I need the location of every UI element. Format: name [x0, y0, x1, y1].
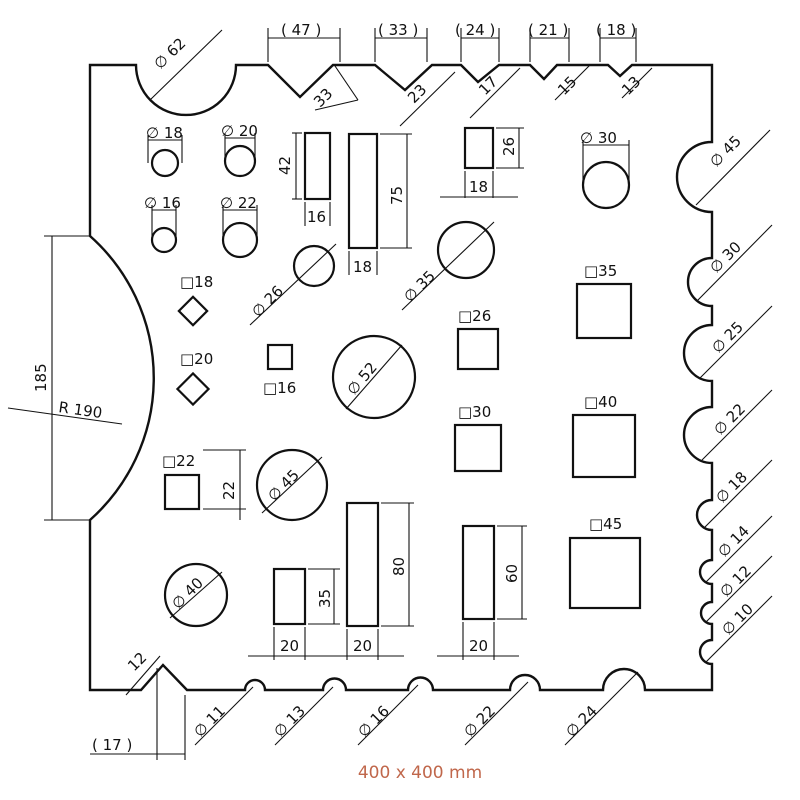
label-s18b: 18 — [469, 178, 488, 196]
square-45 — [568, 536, 642, 610]
label-b24: ∅ 24 — [562, 702, 601, 741]
label-v15: 15 — [554, 73, 580, 99]
label-b17: ( 17 ) — [92, 736, 132, 754]
dim-left-arc: 185 R 190 — [7, 235, 123, 521]
holes-middle-top: ∅ 26 ∅ 35 — [248, 220, 496, 326]
hole-30-group: ∅ 30 — [580, 129, 631, 210]
hole-45-group: ∅ 45 — [255, 448, 329, 522]
diamonds-left: □18 □20 — [175, 273, 213, 407]
hole-40-group: ∅ 40 — [163, 562, 229, 628]
dim-top-62: ∅ 62 — [149, 29, 223, 101]
label-sq20: □20 — [180, 350, 213, 368]
label-sq18: □18 — [180, 273, 213, 291]
label-sq30: □30 — [458, 403, 491, 421]
label-s20b: 20 — [353, 637, 372, 655]
label-v18-ref: ( 18 ) — [596, 21, 636, 39]
square-26 — [456, 327, 500, 371]
square-30 — [453, 423, 503, 473]
slot-18x75 — [347, 132, 379, 250]
diamond-18 — [177, 295, 209, 327]
label-b16: ∅ 16 — [354, 702, 393, 741]
slot-20x35 — [272, 567, 307, 626]
dim-bottom-notches: ∅ 11 ∅ 13 ∅ 16 ∅ 22 ∅ 24 — [190, 671, 639, 746]
slots-bottom: 35 20 80 20 60 20 — [248, 501, 527, 660]
squares-right: □35 □40 □45 — [568, 262, 642, 610]
label-r10: ∅ 10 — [718, 600, 757, 639]
label-s20a: 20 — [280, 637, 299, 655]
label-v24-ref: ( 24 ) — [455, 21, 495, 39]
label-sq16: □16 — [263, 379, 296, 397]
label-s18: 18 — [353, 258, 372, 276]
label-s20c: 20 — [469, 637, 488, 655]
slot-20x80 — [345, 501, 380, 628]
label-h20: ∅ 20 — [221, 122, 258, 140]
dim-bottom-left-v: 12 ( 17 ) — [90, 649, 186, 760]
label-h30: ∅ 30 — [580, 129, 617, 147]
label-s26: 26 — [500, 137, 518, 156]
label-v21-ref: ( 21 ) — [528, 21, 568, 39]
holes-top-left: ∅ 18 ∅ 20 ∅ 16 ∅ 22 — [144, 122, 259, 259]
label-sq22v: 22 — [220, 481, 238, 500]
label-l185: 185 — [32, 363, 50, 392]
label-s35: 35 — [316, 589, 334, 608]
label-s42: 42 — [276, 156, 294, 175]
square-22 — [163, 473, 201, 511]
slot-16x42 — [303, 131, 332, 201]
label-sq35: □35 — [584, 262, 617, 280]
label-v33-ref: ( 33 ) — [378, 21, 418, 39]
slots-top: 42 16 75 18 26 18 — [276, 126, 524, 276]
hole-30 — [581, 160, 631, 210]
hole-18 — [150, 148, 180, 178]
sheet-size-caption: 400 x 400 mm — [357, 763, 483, 783]
label-sq26: □26 — [458, 307, 491, 325]
label-h16: ∅ 16 — [144, 194, 181, 212]
label-v33: 33 — [310, 85, 336, 111]
label-v47: ( 47 ) — [281, 21, 321, 39]
label-h18: ∅ 18 — [146, 124, 183, 142]
label-sq40: □40 — [584, 393, 617, 411]
slot-18x26 — [463, 126, 495, 170]
label-v23: 23 — [404, 81, 430, 107]
label-h22: ∅ 22 — [220, 194, 257, 212]
square-40 — [571, 413, 637, 479]
label-s75: 75 — [388, 186, 406, 205]
square-16-group: □16 — [263, 343, 296, 397]
label-v13: 13 — [618, 73, 644, 99]
label-lR190: R 190 — [57, 398, 103, 422]
hole-22 — [221, 221, 259, 259]
square-16 — [266, 343, 294, 371]
label-h35: ∅ 35 — [400, 267, 439, 306]
label-b22: ∅ 22 — [460, 702, 499, 741]
square-35 — [575, 282, 633, 340]
label-s16: 16 — [307, 208, 326, 226]
hole-52-group: ∅ 52 — [331, 334, 417, 420]
hole-20 — [223, 144, 257, 178]
diamond-20 — [175, 371, 211, 407]
square-22-group: □22 22 — [162, 449, 246, 520]
label-b13: ∅ 13 — [270, 702, 309, 741]
part-outline — [88, 63, 714, 692]
label-sq45: □45 — [589, 515, 622, 533]
label-s80: 80 — [390, 557, 408, 576]
label-b11: ∅ 11 — [190, 702, 229, 741]
label-s60: 60 — [503, 564, 521, 583]
dim-top-notches: ( 47 ) ( 33 ) ( 24 ) ( 21 ) ( 18 ) 33 23… — [267, 21, 653, 127]
label-r12: ∅ 12 — [716, 562, 755, 601]
slot-20x60 — [461, 524, 496, 621]
label-v17: 17 — [475, 73, 501, 99]
hole-16 — [150, 226, 178, 254]
label-h26: ∅ 26 — [248, 282, 287, 321]
label-sq22: □22 — [162, 452, 195, 470]
squares-center: □26 □30 — [453, 307, 503, 473]
